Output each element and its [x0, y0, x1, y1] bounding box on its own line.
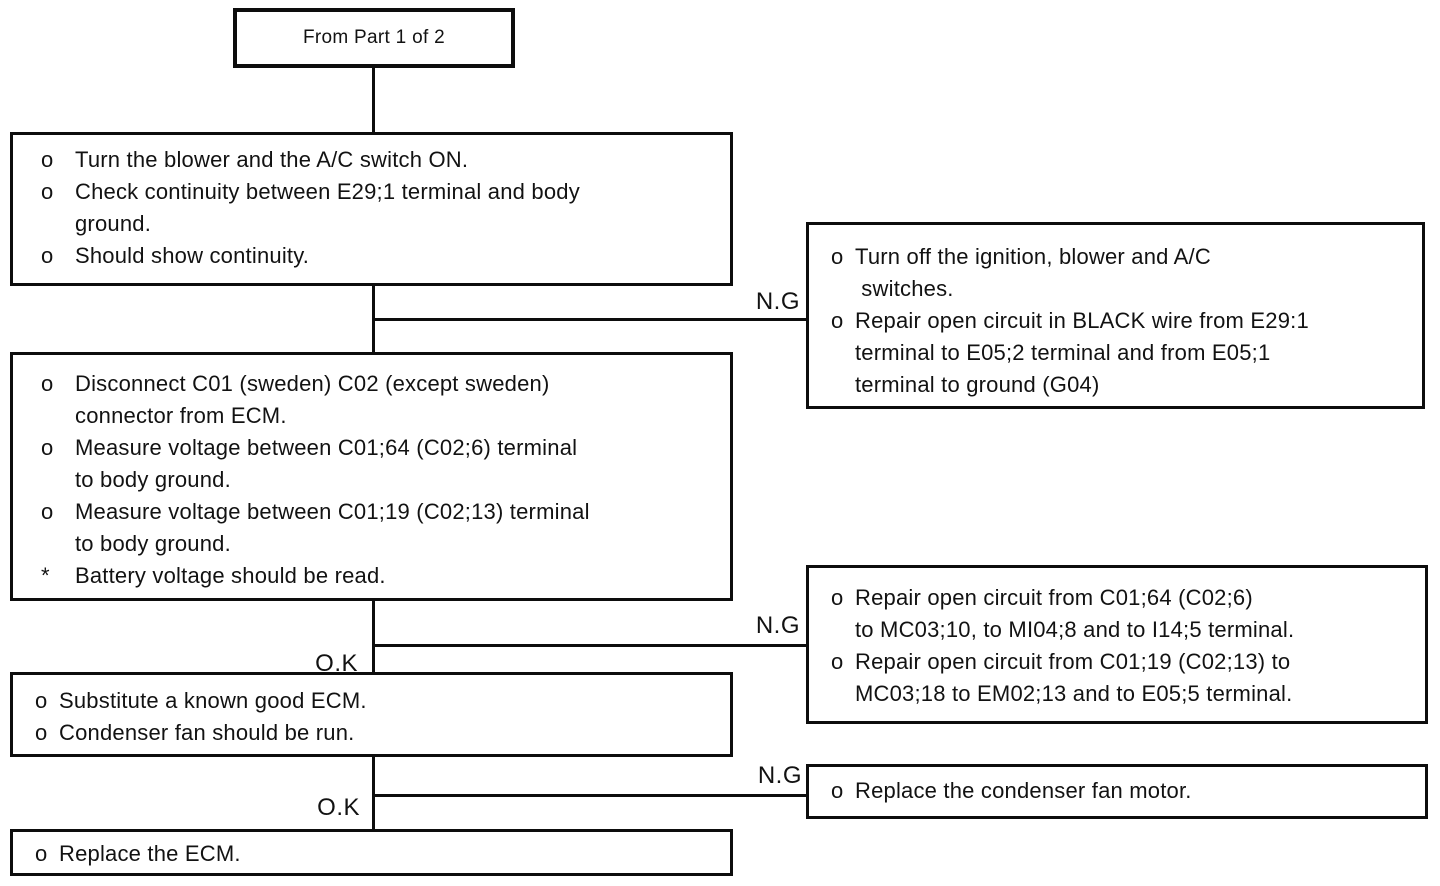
step-text: Measure voltage between C01;19 (C02;13) … [75, 499, 590, 556]
remedy-text: Repair open circuit in BLACK wire from E… [855, 308, 1309, 397]
connector-step2-to-step3 [372, 600, 375, 672]
bullet-marker: o [831, 308, 844, 333]
remedy-text: Turn off the ignition, blower and A/C sw… [855, 244, 1211, 301]
bullet-marker: o [831, 649, 844, 674]
ng-label-1: N.G [755, 288, 800, 315]
bullet-marker: o [35, 841, 48, 866]
list-item: * Battery voltage should be read. [13, 560, 730, 592]
list-item: o Repair open circuit in BLACK wire from… [809, 305, 1422, 401]
list-item: o Replace the condenser fan motor. [809, 775, 1425, 807]
list-item: o Should show continuity. [13, 240, 730, 272]
remedy-text: Repair open circuit from C01;64 (C02;6) … [855, 585, 1295, 642]
remedy-box-1: o Turn off the ignition, blower and A/C … [806, 222, 1425, 409]
branch-line-ng-2 [372, 644, 806, 647]
bullet-marker: o [35, 688, 48, 713]
step-text: Should show continuity. [75, 243, 310, 268]
step-box-2: o Disconnect C01 (sweden) C02 (except sw… [10, 352, 733, 601]
list-item: o Repair open circuit from C01;64 (C02;6… [809, 582, 1425, 646]
step-text: Replace the ECM. [59, 841, 241, 866]
bullet-marker: o [41, 147, 54, 172]
bullet-marker: o [831, 585, 844, 610]
remedy-box-2: o Repair open circuit from C01;64 (C02;6… [806, 565, 1428, 724]
bullet-marker: o [41, 243, 54, 268]
step-text: Turn the blower and the A/C switch ON. [75, 147, 469, 172]
step-text: Measure voltage between C01;64 (C02;6) t… [75, 435, 578, 492]
step-box-3: o Substitute a known good ECM. o Condens… [10, 672, 733, 757]
ok-label-2: O.K [317, 794, 360, 821]
list-item: o Repair open circuit from C01;19 (C02;1… [809, 646, 1425, 710]
bullet-marker: o [41, 179, 54, 204]
ng-label-2: N.G [755, 612, 800, 639]
list-item: o Turn off the ignition, blower and A/C … [809, 241, 1422, 305]
connector-start-to-step1 [372, 66, 375, 132]
step-box-4: o Replace the ECM. [10, 829, 733, 876]
list-item: o Disconnect C01 (sweden) C02 (except sw… [13, 368, 730, 432]
list-item: o Measure voltage between C01;64 (C02;6)… [13, 432, 730, 496]
step-text: Check continuity between E29;1 terminal … [75, 179, 580, 236]
remedy-box-3: o Replace the condenser fan motor. [806, 764, 1428, 819]
bullet-marker: o [41, 435, 54, 460]
bullet-marker: o [41, 499, 54, 524]
bullet-marker: o [35, 720, 48, 745]
bullet-marker: o [41, 371, 54, 396]
step-text: Substitute a known good ECM. [59, 688, 367, 713]
step-box-1: o Turn the blower and the A/C switch ON.… [10, 132, 733, 286]
step-text: Disconnect C01 (sweden) C02 (except swed… [75, 371, 550, 428]
list-item: o Measure voltage between C01;19 (C02;13… [13, 496, 730, 560]
branch-line-ng-1 [372, 318, 806, 321]
start-node: From Part 1 of 2 [233, 8, 515, 68]
list-item: o Check continuity between E29;1 termina… [13, 176, 730, 240]
bullet-marker: o [831, 244, 844, 269]
list-item: o Replace the ECM. [13, 838, 730, 870]
connector-step3-to-step4 [372, 755, 375, 829]
remedy-text: Repair open circuit from C01;19 (C02;13)… [855, 649, 1293, 706]
bullet-marker: o [831, 778, 844, 803]
ng-label-3: N.G [757, 762, 802, 789]
remedy-text: Replace the condenser fan motor. [855, 778, 1192, 803]
bullet-marker: * [41, 563, 50, 588]
branch-line-ng-3 [372, 794, 806, 797]
step-text: Battery voltage should be read. [75, 563, 386, 588]
list-item: o Turn the blower and the A/C switch ON. [13, 144, 730, 176]
start-node-label: From Part 1 of 2 [302, 27, 446, 48]
step-text: Condenser fan should be run. [59, 720, 355, 745]
list-item: o Substitute a known good ECM. [13, 685, 730, 717]
list-item: o Condenser fan should be run. [13, 717, 730, 749]
